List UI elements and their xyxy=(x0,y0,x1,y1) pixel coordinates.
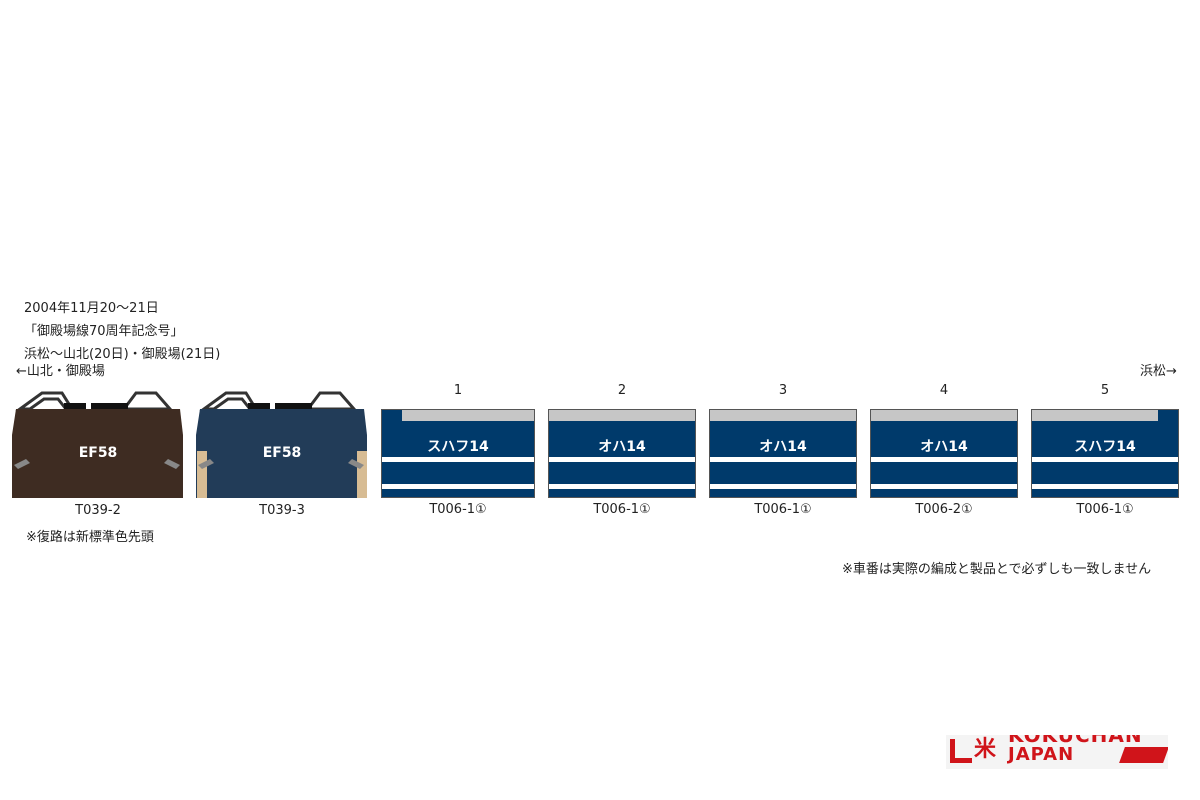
car-code: T006-1① xyxy=(429,502,487,517)
locomotive-ef58-brown: EF58 xyxy=(12,385,184,499)
passenger-car-4: オハ14 xyxy=(870,409,1018,498)
passenger-car-2: オハ14 xyxy=(548,409,696,498)
locomotive-drawing xyxy=(196,391,367,498)
car-code: T006-1① xyxy=(1076,502,1134,517)
loco-code: T039-3 xyxy=(259,503,305,518)
car-number: 4 xyxy=(939,383,949,398)
car-name: オハ14 xyxy=(759,439,807,455)
logo-text-bottom: JAPAN xyxy=(1008,744,1075,765)
car-number: 5 xyxy=(1100,383,1110,398)
logo-text-top: KOKUCHAN xyxy=(1008,735,1143,747)
direction-left: ←山北・御殿場 xyxy=(16,364,105,379)
event-date: 2004年11月20～21日 xyxy=(24,301,159,316)
car-code: T006-1① xyxy=(754,502,812,517)
direction-right: 浜松→ xyxy=(1140,364,1177,379)
car-name: オハ14 xyxy=(598,439,646,455)
loco-name: EF58 xyxy=(78,445,118,461)
watermark-logo: 米 KOKUCHAN JAPAN xyxy=(946,735,1168,769)
passenger-car-3: オハ14 xyxy=(709,409,857,498)
locomotive-drawing xyxy=(12,391,183,498)
car-code: T006-2① xyxy=(915,502,973,517)
locomotive-ef58-blue: EF58 xyxy=(196,385,368,499)
route: 浜松～山北(20日)・御殿場(21日) xyxy=(24,347,221,362)
loco-name: EF58 xyxy=(262,445,302,461)
car-name: スハフ14 xyxy=(1074,439,1136,455)
passenger-car-5: スハフ14 xyxy=(1031,409,1179,498)
car-name: オハ14 xyxy=(920,439,968,455)
footnote: ※車番は実際の編成と製品とで必ずしも一致しません xyxy=(842,562,1152,577)
train-name: 「御殿場線70周年記念号」 xyxy=(24,324,184,339)
car-name: スハフ14 xyxy=(427,439,489,455)
loco-note: ※復路は新標準色先頭 xyxy=(26,530,154,545)
car-number: 2 xyxy=(617,383,627,398)
logo-emblem-icon xyxy=(950,739,972,763)
passenger-car-1: スハフ14 xyxy=(381,409,535,498)
car-number: 3 xyxy=(778,383,788,398)
car-code: T006-1① xyxy=(593,502,651,517)
loco-code: T039-2 xyxy=(75,503,121,518)
logo-stripe xyxy=(1119,747,1168,763)
car-number: 1 xyxy=(453,383,463,398)
